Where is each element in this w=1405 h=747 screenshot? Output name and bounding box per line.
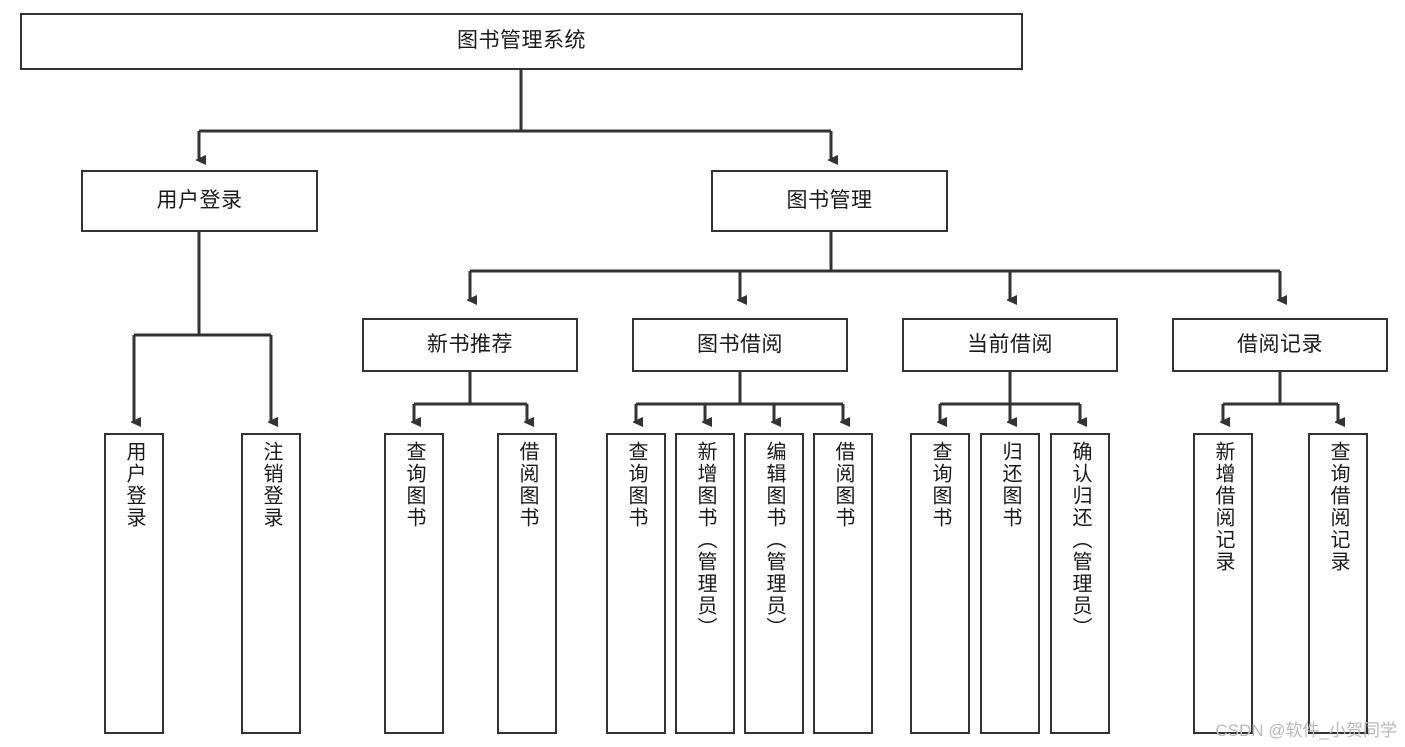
node-leaf-user-login-label: 用户登录 — [123, 441, 145, 529]
node-root[interactable]: 图书管理系统 — [20, 13, 1023, 70]
node-book-borrow[interactable]: 图书借阅 — [632, 318, 848, 372]
node-leaf-logout-label: 注销登录 — [260, 441, 282, 529]
node-leaf-query-book-2[interactable]: 查询图书 — [606, 433, 666, 734]
node-leaf-query-book-1[interactable]: 查询图书 — [384, 433, 444, 734]
node-current-borrow[interactable]: 当前借阅 — [902, 318, 1118, 372]
node-leaf-edit-book[interactable]: 编辑图书（管理员） — [744, 433, 804, 734]
node-leaf-borrow-book-2[interactable]: 借阅图书 — [813, 433, 873, 734]
node-book-manage[interactable]: 图书管理 — [711, 170, 948, 232]
node-leaf-return-book[interactable]: 归还图书 — [980, 433, 1040, 734]
node-leaf-confirm-return-label: 确认归还（管理员） — [1069, 441, 1091, 639]
node-leaf-query-record[interactable]: 查询借阅记录 — [1308, 433, 1368, 734]
node-root-label: 图书管理系统 — [457, 29, 586, 53]
node-leaf-query-book-3-label: 查询图书 — [929, 441, 951, 529]
node-book-manage-label: 图书管理 — [786, 188, 873, 212]
node-leaf-query-book-3[interactable]: 查询图书 — [910, 433, 970, 734]
node-leaf-borrow-book-2-label: 借阅图书 — [832, 441, 854, 529]
node-leaf-borrow-book-1[interactable]: 借阅图书 — [497, 433, 557, 734]
node-leaf-borrow-book-1-label: 借阅图书 — [516, 441, 538, 529]
node-leaf-add-book-label: 新增图书（管理员） — [694, 441, 716, 639]
node-new-book-recommend[interactable]: 新书推荐 — [362, 318, 578, 372]
node-leaf-query-record-label: 查询借阅记录 — [1327, 441, 1349, 573]
node-leaf-query-book-2-label: 查询图书 — [625, 441, 647, 529]
node-leaf-logout[interactable]: 注销登录 — [241, 433, 301, 734]
node-user-login-label: 用户登录 — [156, 188, 243, 212]
node-borrow-record-label: 借阅记录 — [1237, 332, 1323, 356]
node-leaf-return-book-label: 归还图书 — [999, 441, 1021, 529]
node-leaf-query-book-1-label: 查询图书 — [403, 441, 425, 529]
node-leaf-add-record[interactable]: 新增借阅记录 — [1193, 433, 1253, 734]
node-leaf-user-login[interactable]: 用户登录 — [104, 433, 164, 734]
node-leaf-add-record-label: 新增借阅记录 — [1212, 441, 1234, 573]
node-borrow-record[interactable]: 借阅记录 — [1172, 318, 1388, 372]
node-book-borrow-label: 图书借阅 — [697, 332, 783, 356]
node-user-login[interactable]: 用户登录 — [81, 170, 318, 232]
node-leaf-add-book[interactable]: 新增图书（管理员） — [675, 433, 735, 734]
node-current-borrow-label: 当前借阅 — [967, 332, 1053, 356]
node-leaf-edit-book-label: 编辑图书（管理员） — [763, 441, 785, 639]
node-leaf-confirm-return[interactable]: 确认归还（管理员） — [1050, 433, 1110, 734]
node-new-book-recommend-label: 新书推荐 — [427, 332, 513, 356]
